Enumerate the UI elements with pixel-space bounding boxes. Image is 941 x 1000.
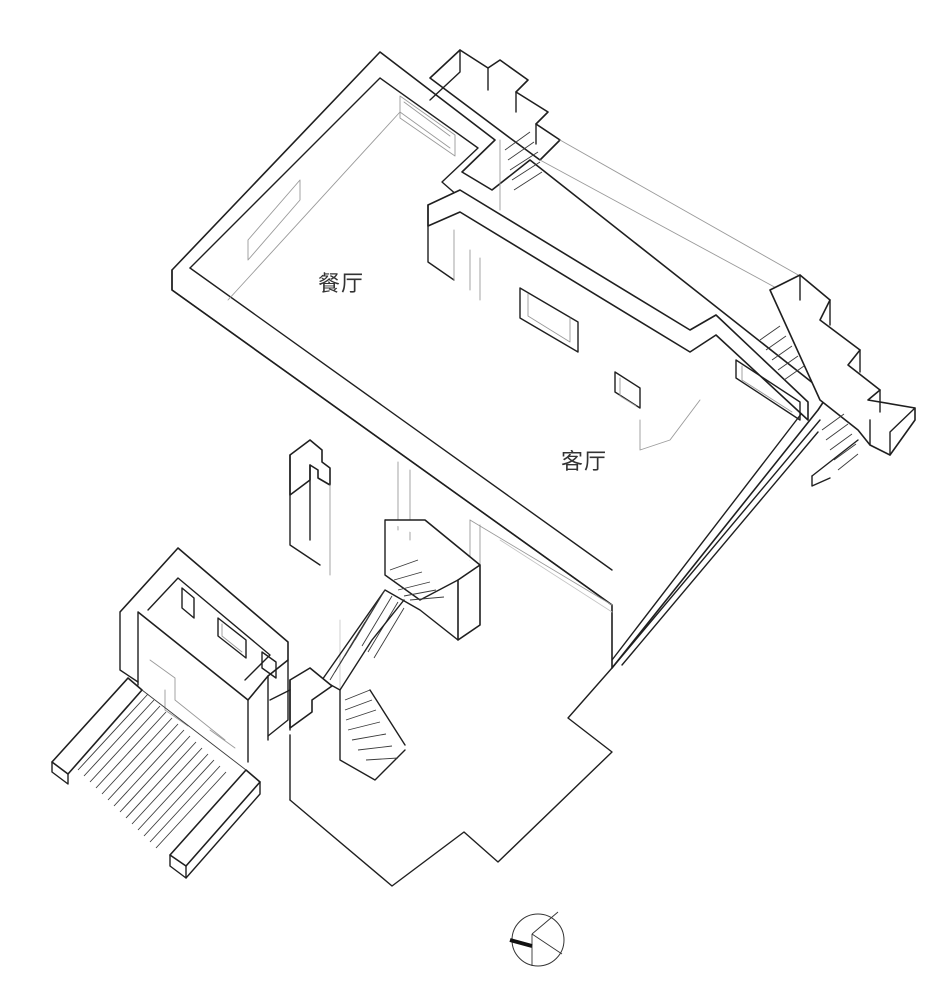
living-room-label: 客厅 xyxy=(561,450,608,475)
partition-wall xyxy=(427,189,809,451)
entrance-stair xyxy=(51,677,261,879)
dining-room-label: 餐厅 xyxy=(318,272,365,297)
compass-icon xyxy=(509,911,565,967)
upper-stair-block xyxy=(429,49,916,487)
entry-hall xyxy=(289,439,613,887)
main-volume xyxy=(171,51,829,669)
spiral-staircase xyxy=(321,519,481,781)
entry-pavilion xyxy=(119,547,333,763)
